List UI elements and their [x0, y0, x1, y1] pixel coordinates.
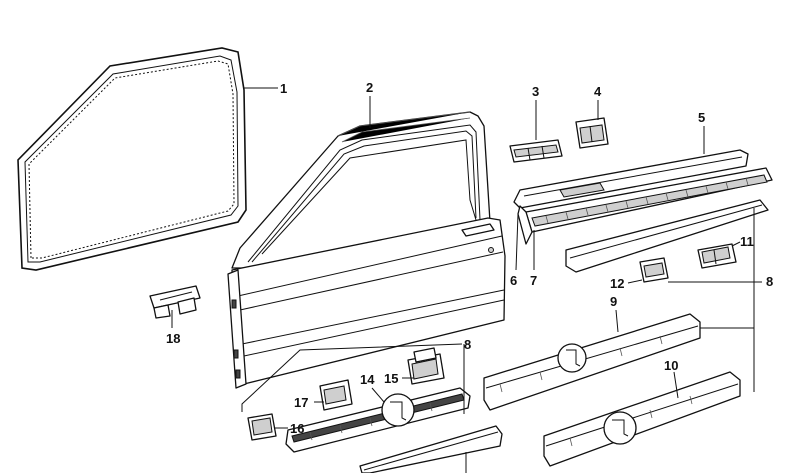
- label-15: 15: [384, 371, 398, 386]
- clip-part-11[interactable]: [697, 243, 737, 269]
- label-3: 3: [532, 84, 539, 99]
- clip-part-17[interactable]: [319, 379, 353, 411]
- clip-part-15[interactable]: [407, 347, 445, 385]
- label-6: 6: [510, 273, 517, 288]
- label-18: 18: [166, 331, 180, 346]
- label-8-left: 8: [464, 337, 471, 352]
- label-8-right: 8: [766, 274, 773, 289]
- leader-line-10: [673, 371, 679, 399]
- label-10: 10: [664, 358, 678, 373]
- label-7: 7: [530, 273, 537, 288]
- clip-part-12[interactable]: [639, 257, 669, 283]
- label-17: 17: [294, 395, 308, 410]
- door-seal-part-1[interactable]: [17, 47, 247, 271]
- leader-line-8-left: [241, 343, 463, 412]
- sill-plate-part-5[interactable]: [513, 149, 749, 209]
- rocker-moulding-part-9[interactable]: [483, 313, 701, 411]
- sill-moulding-part-14[interactable]: [285, 387, 471, 453]
- clip-part-3[interactable]: [509, 139, 563, 163]
- leader-line-6: [515, 213, 519, 271]
- label-5: 5: [698, 110, 705, 125]
- door-part-2[interactable]: [227, 111, 506, 389]
- clip-part-18[interactable]: [149, 285, 201, 319]
- label-9: 9: [610, 294, 617, 309]
- label-4: 4: [594, 84, 602, 99]
- label-11: 11: [740, 234, 754, 249]
- leader-line-9: [615, 309, 619, 333]
- moulding-upper-part-8[interactable]: [565, 199, 769, 273]
- rocker-moulding-part-10[interactable]: [543, 371, 741, 467]
- clip-part-16[interactable]: [247, 413, 277, 441]
- label-12: 12: [610, 276, 624, 291]
- sill-moulding-bottom[interactable]: [359, 425, 503, 473]
- label-2: 2: [366, 80, 373, 95]
- leader-line-12: [627, 279, 643, 284]
- sill-grille-part-7[interactable]: [517, 167, 773, 245]
- label-14: 14: [360, 372, 375, 387]
- leader-line-11: [731, 241, 741, 247]
- label-1: 1: [280, 81, 287, 96]
- door-handle: [461, 223, 495, 237]
- leader-line-14: [371, 387, 385, 403]
- label-16: 16: [290, 421, 304, 436]
- clip-part-4[interactable]: [575, 117, 609, 149]
